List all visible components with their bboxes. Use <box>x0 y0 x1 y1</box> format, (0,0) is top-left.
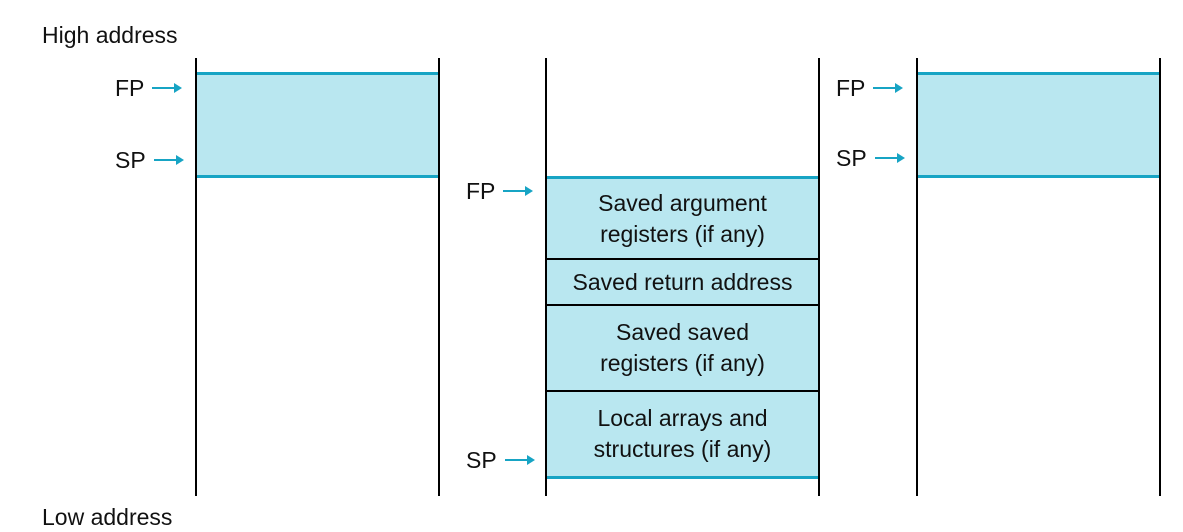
stack-middle-sp-pointer: SP <box>466 447 535 473</box>
stack-middle-fp-pointer: FP <box>466 177 534 204</box>
sp-label: SP <box>836 144 867 171</box>
fp-label: FP <box>836 74 866 101</box>
cell-line: Saved argument <box>598 189 767 216</box>
high-address-label: High address <box>42 22 178 48</box>
cell-line: structures (if any) <box>593 436 772 462</box>
low-address-label: Low address <box>42 504 173 530</box>
fp-label: FP <box>466 177 496 204</box>
stack-right-frame-bottom <box>918 175 1159 178</box>
stack-left-frame <box>197 74 438 177</box>
sp-label: SP <box>466 446 497 473</box>
arrow-right-icon <box>504 455 535 465</box>
cell-line: Local arrays and <box>597 405 768 431</box>
stack-left-wall-right <box>438 58 440 496</box>
stack-right-frame <box>918 74 1159 177</box>
cell-line: Saved saved <box>616 319 749 345</box>
stack-right-fp-pointer: FP <box>836 74 904 101</box>
stack-left-frame-bottom <box>197 175 438 178</box>
stack-middle-frame-bottom <box>547 476 818 479</box>
arrow-right-icon <box>152 83 183 93</box>
fp-label: FP <box>115 74 145 101</box>
cell-divider <box>547 258 818 260</box>
stack-left-sp-pointer: SP <box>115 147 184 173</box>
stack-right-wall-left <box>916 58 918 496</box>
stack-right-sp-pointer: SP <box>836 145 905 171</box>
cell-divider <box>547 304 818 306</box>
cell-saved-saved-registers: Saved saved registers (if any) <box>547 306 818 390</box>
arrow-right-icon <box>153 155 184 165</box>
stack-left-frame-top <box>197 72 438 75</box>
arrow-right-icon <box>503 186 534 196</box>
cell-divider <box>547 390 818 392</box>
sp-label: SP <box>115 146 146 173</box>
stack-left-wall-left <box>195 58 197 496</box>
arrow-right-icon <box>874 153 905 163</box>
cell-line: registers (if any) <box>600 350 765 376</box>
cell-local-arrays-structures: Local arrays and structures (if any) <box>547 392 818 476</box>
stack-middle-wall-right <box>818 58 820 496</box>
arrow-right-icon <box>873 83 904 93</box>
cell-saved-return-address: Saved return address <box>547 260 818 304</box>
cell-line: registers (if any) <box>600 220 765 247</box>
stack-left-fp-pointer: FP <box>115 74 183 101</box>
stack-right-frame-top <box>918 72 1159 75</box>
cell-line: Saved return address <box>572 268 793 295</box>
stack-middle-wall-left <box>545 58 547 496</box>
stack-right-wall-right <box>1159 58 1161 496</box>
cell-saved-argument-registers: Saved argument registers (if any) <box>547 179 818 258</box>
stack-middle-frame-top <box>547 176 818 179</box>
